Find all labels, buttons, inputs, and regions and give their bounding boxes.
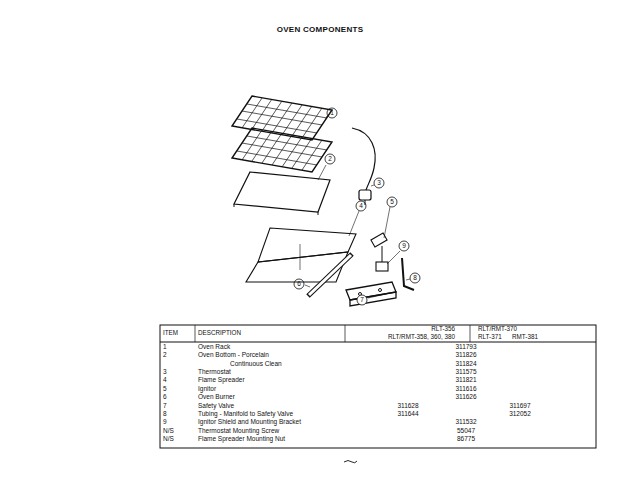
part-number: 55047 bbox=[457, 428, 475, 435]
page-title: OVEN COMPONENTS bbox=[277, 26, 364, 34]
table-header: RLT-371 bbox=[478, 334, 502, 340]
part-number: 312052 bbox=[509, 411, 531, 418]
item-number: 3 bbox=[163, 369, 167, 376]
callout-number: 6 bbox=[297, 281, 301, 288]
part-number: 311644 bbox=[397, 411, 418, 418]
item-number: 5 bbox=[163, 386, 167, 393]
callout-number: 2 bbox=[328, 156, 332, 163]
part-number: 311532 bbox=[455, 419, 476, 426]
part-number: 311616 bbox=[455, 386, 476, 393]
part-number: 311826 bbox=[455, 352, 476, 359]
part-description: Oven Bottom - Porcelain bbox=[198, 352, 269, 359]
part-description: Ignitor Shield and Mounting Bracket bbox=[198, 419, 301, 426]
part-description: Tubing - Manifold to Safety Valve bbox=[198, 411, 293, 418]
part-description: Ignitor bbox=[198, 386, 216, 393]
item-number: N/S bbox=[163, 428, 174, 435]
item-number: N/S bbox=[163, 436, 174, 443]
part-number: 311793 bbox=[455, 344, 476, 351]
part-number: 311626 bbox=[455, 394, 476, 401]
part-number: 311824 bbox=[455, 361, 476, 368]
table-header: RLT/RMT-370 bbox=[478, 326, 517, 332]
callout-number: 5 bbox=[390, 199, 394, 206]
part-number: 86775 bbox=[457, 436, 475, 443]
part-description: Thermostat Mounting Screw bbox=[198, 428, 279, 435]
callout-number: 9 bbox=[402, 243, 406, 250]
callout-number: 7 bbox=[360, 297, 364, 304]
part-description: Continuous Clean bbox=[230, 361, 282, 368]
item-number: 4 bbox=[163, 377, 167, 384]
part-description: Oven Rack bbox=[198, 344, 230, 351]
part-description: Oven Burner bbox=[198, 394, 235, 401]
item-number: 8 bbox=[163, 411, 167, 418]
callout-number: 3 bbox=[377, 180, 381, 187]
item-number: 7 bbox=[163, 403, 167, 410]
part-number: 311575 bbox=[455, 369, 476, 376]
part-number: 311628 bbox=[397, 403, 418, 410]
part-description: Flame Spreader Mounting Nut bbox=[198, 436, 285, 443]
part-number: 311697 bbox=[509, 403, 530, 410]
table-header: RLT/RMT-358, 360, 380 bbox=[388, 334, 455, 340]
table-header: RMT-381 bbox=[512, 334, 538, 340]
table-header: ITEM bbox=[163, 330, 178, 336]
part-description: Flame Spreader bbox=[198, 377, 245, 384]
callout-number: 8 bbox=[413, 275, 417, 282]
table-header: RLT-356 bbox=[431, 326, 455, 332]
item-number: 2 bbox=[163, 352, 167, 359]
item-number: 1 bbox=[163, 344, 167, 351]
part-number: 311821 bbox=[455, 377, 476, 384]
part-description: Safety Valve bbox=[198, 403, 234, 410]
callout-number: 1 bbox=[330, 110, 334, 117]
table-header: DESCRIPTION bbox=[198, 330, 241, 336]
callout-number: 4 bbox=[359, 203, 363, 210]
part-description: Thermostat bbox=[198, 369, 231, 376]
item-number: 6 bbox=[163, 394, 167, 401]
item-number: 9 bbox=[163, 419, 167, 426]
